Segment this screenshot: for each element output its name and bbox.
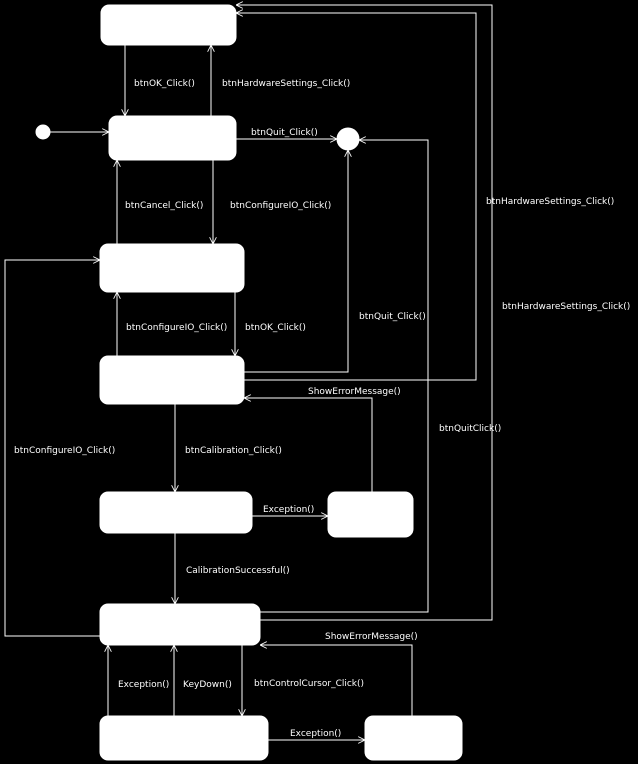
state-configure-io (99, 243, 245, 293)
label-configure-io-left: btnConfigureIO_Click() (14, 446, 115, 456)
initial-state (35, 124, 51, 140)
edge-operating-to-configure (4, 260, 100, 637)
label-calibration: btnCalibration_Click() (185, 446, 282, 456)
label-control-cursor: btnControlCursor_Click() (254, 679, 364, 689)
label-keydown: KeyDown() (183, 680, 232, 690)
state-calibration-error (327, 491, 414, 538)
state-main (108, 115, 237, 161)
label-quit-main: btnQuit_Click() (251, 128, 318, 138)
edge-cursorerror-to-operating (260, 645, 413, 716)
edge-operating-to-hw (236, 5, 493, 621)
state-ready (99, 355, 245, 405)
state-calibrating (99, 491, 253, 534)
label-configure-io-mid: btnConfigureIO_Click() (126, 323, 227, 333)
label-hw-settings-right-1: btnHardwareSettings_Click() (486, 197, 614, 207)
edge-ready-to-final (244, 150, 348, 373)
edge-operating-to-final (260, 140, 429, 613)
label-ok-mid: btnOK_Click() (245, 323, 306, 333)
label-btn-ok-top: btnOK_Click() (134, 79, 195, 89)
label-quit-click-long: btnQuitClick() (439, 424, 501, 434)
label-cancel: btnCancel_Click() (125, 201, 203, 211)
label-show-error-1: ShowErrorMessage() (308, 387, 401, 397)
label-calibration-successful: CalibrationSuccessful() (186, 566, 290, 576)
label-exception-2: Exception() (118, 680, 169, 690)
label-quit-mid: btnQuit_Click() (359, 312, 426, 322)
label-hw-settings-top: btnHardwareSettings_Click() (222, 79, 350, 89)
label-configure-io-main: btnConfigureIO_Click() (230, 201, 331, 211)
edge-calerror-to-ready (244, 398, 373, 492)
state-control-cursor (99, 715, 269, 761)
label-exception-3: Exception() (290, 729, 341, 739)
state-cursor-error (364, 715, 463, 761)
state-operating (99, 603, 261, 646)
final-state (336, 127, 360, 151)
label-show-error-2: ShowErrorMessage() (325, 632, 418, 642)
edge-ready-to-hw (236, 13, 477, 381)
state-hardware-settings (100, 4, 237, 46)
label-exception-1: Exception() (263, 505, 314, 515)
label-hw-settings-right-2: btnHardwareSettings_Click() (502, 302, 630, 312)
